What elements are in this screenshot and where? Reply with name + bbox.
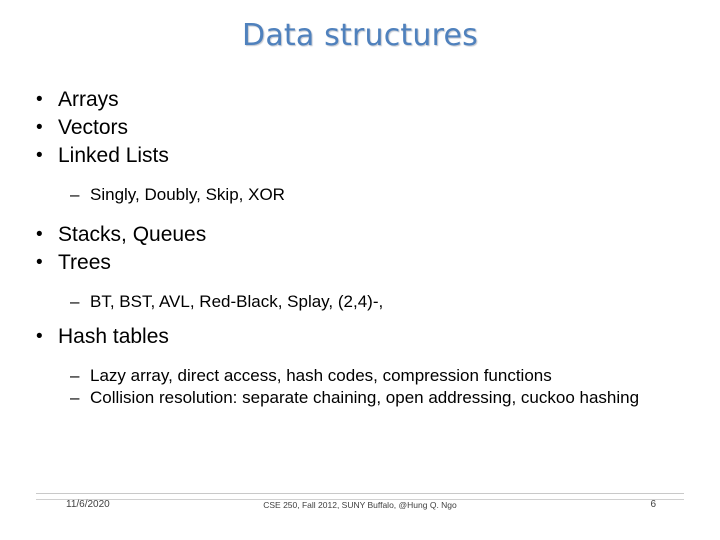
- spacer: [14, 351, 708, 365]
- bullet-item-hash-tables: • Hash tables: [14, 323, 708, 350]
- spacer: [14, 313, 708, 323]
- sub-bullet-text: BT, BST, AVL, Red-Black, Splay, (2,4)-,: [90, 292, 384, 311]
- footer-page-number: 6: [650, 499, 656, 510]
- dash-glyph-icon: –: [70, 388, 80, 407]
- dash-glyph-icon: –: [70, 185, 80, 204]
- sub-bullet-collision-resolution: – Collision resolution: separate chainin…: [14, 387, 708, 409]
- dash-glyph-icon: –: [70, 366, 80, 385]
- bullet-glyph-icon: •: [36, 117, 43, 138]
- sub-bullet-linked-list-types: – Singly, Doubly, Skip, XOR: [14, 184, 708, 206]
- sub-bullet-text: Singly, Doubly, Skip, XOR: [90, 185, 285, 204]
- bullet-text: Arrays: [58, 88, 119, 111]
- spacer: [14, 206, 708, 221]
- bullet-item-trees: • Trees: [14, 249, 708, 276]
- slide-footer: 11/6/2020 CSE 250, Fall 2012, SUNY Buffa…: [36, 493, 684, 520]
- spacer: [14, 170, 708, 184]
- bullet-glyph-icon: •: [36, 224, 43, 245]
- sub-bullet-tree-types: – BT, BST, AVL, Red-Black, Splay, (2,4)-…: [14, 291, 708, 313]
- bullet-item-stacks-queues: • Stacks, Queues: [14, 221, 708, 248]
- sub-bullet-text: Lazy array, direct access, hash codes, c…: [90, 366, 552, 385]
- bullet-glyph-icon: •: [36, 145, 43, 166]
- bullet-text: Trees: [58, 251, 111, 274]
- sub-bullet-hash-concepts: – Lazy array, direct access, hash codes,…: [14, 365, 708, 387]
- bullet-text: Stacks, Queues: [58, 223, 207, 246]
- bullet-text: Hash tables: [58, 325, 169, 348]
- sub-bullet-text: Collision resolution: separate chaining,…: [90, 388, 640, 407]
- slide-body: • Arrays • Vectors • Linked Lists – Sing…: [14, 86, 708, 409]
- bullet-item-arrays: • Arrays: [14, 86, 708, 113]
- bullet-item-vectors: • Vectors: [14, 114, 708, 141]
- slide-title: Data structures: [242, 18, 478, 53]
- footer-date: 11/6/2020: [66, 499, 110, 510]
- bullet-glyph-icon: •: [36, 326, 43, 347]
- footer-course-info: CSE 250, Fall 2012, SUNY Buffalo, @Hung …: [263, 500, 457, 510]
- spacer: [14, 277, 708, 291]
- dash-glyph-icon: –: [70, 292, 80, 311]
- footer-divider: [36, 499, 684, 500]
- bullet-item-linked-lists: • Linked Lists: [14, 142, 708, 169]
- bullet-text: Vectors: [58, 116, 129, 139]
- bullet-text: Linked Lists: [58, 144, 169, 167]
- bullet-glyph-icon: •: [36, 252, 43, 273]
- bullet-glyph-icon: •: [36, 89, 43, 110]
